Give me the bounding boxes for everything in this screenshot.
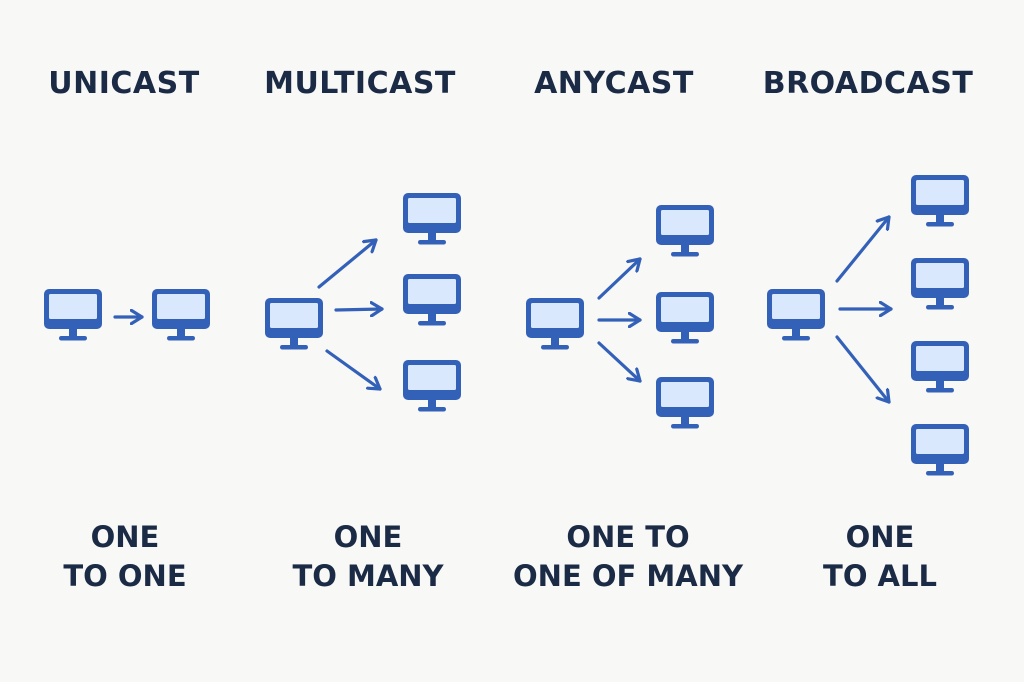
multicast-receiver-monitor-icon — [403, 193, 461, 245]
monitor-stand — [551, 337, 559, 346]
monitor-base — [418, 240, 446, 245]
monitor-base — [926, 305, 954, 310]
broadcast-caption: ONE TO ALL — [750, 518, 1010, 596]
anycast-receiver-monitor-icon — [656, 205, 714, 257]
monitor-screen — [916, 346, 964, 371]
monitor-stand — [177, 328, 185, 337]
unicast-title: UNICAST — [48, 66, 200, 101]
monitor-screen — [916, 429, 964, 454]
monitor-screen — [408, 279, 456, 304]
monitor-screen — [531, 303, 579, 328]
caption-line: ONE — [845, 520, 915, 554]
monitor-base — [541, 345, 569, 350]
monitor-screen — [661, 297, 709, 322]
anycast-source-monitor-icon — [526, 298, 584, 350]
anycast-receiver-monitor-icon — [656, 292, 714, 344]
unicast-receiver-monitor-icon — [152, 289, 210, 341]
monitor-screen — [408, 365, 456, 390]
monitor-screen — [916, 180, 964, 205]
monitor-stand — [936, 297, 944, 306]
monitor-screen — [661, 382, 709, 407]
multicast-receiver-monitor-icon — [403, 274, 461, 326]
caption-line: TO MANY — [292, 559, 444, 593]
caption-line: TO ONE — [63, 559, 187, 593]
multicast-arrow — [317, 238, 378, 289]
caption-line: ONE — [90, 520, 160, 554]
broadcast-receiver-monitor-icon — [911, 258, 969, 310]
anycast-title: ANYCAST — [534, 66, 694, 101]
monitor-stand — [428, 399, 436, 408]
monitor-stand — [290, 337, 298, 346]
multicast-receiver-monitor-icon — [403, 360, 461, 412]
monitor-screen — [661, 210, 709, 235]
anycast-receiver-monitor-icon — [656, 377, 714, 429]
monitor-base — [926, 388, 954, 393]
caption-line: TO ALL — [823, 559, 937, 593]
monitor-base — [671, 252, 699, 257]
monitor-screen — [157, 294, 205, 319]
monitor-base — [671, 424, 699, 429]
monitor-stand — [936, 380, 944, 389]
multicast-arrow — [334, 309, 384, 310]
monitor-stand — [681, 416, 689, 425]
caption-line: ONE OF MANY — [513, 559, 743, 593]
monitor-base — [926, 471, 954, 476]
broadcast-arrow — [835, 335, 891, 404]
monitor-stand — [428, 232, 436, 241]
broadcast-title: BROADCAST — [762, 66, 974, 101]
broadcast-receiver-monitor-icon — [911, 175, 969, 227]
broadcast-receiver-monitor-icon — [911, 341, 969, 393]
multicast-arrow — [325, 349, 382, 391]
monitor-stand — [428, 313, 436, 322]
monitor-screen — [270, 303, 318, 328]
monitor-screen — [408, 198, 456, 223]
caption-line: ONE — [333, 520, 403, 554]
monitor-stand — [936, 463, 944, 472]
monitor-base — [167, 336, 195, 341]
anycast-arrow — [597, 257, 642, 300]
monitor-stand — [681, 331, 689, 340]
anycast-arrow — [597, 341, 642, 383]
multicast-title: MULTICAST — [264, 66, 456, 101]
monitor-screen — [772, 294, 820, 319]
broadcast-receiver-monitor-icon — [911, 424, 969, 476]
multicast-caption: ONE TO MANY — [238, 518, 498, 596]
monitor-base — [280, 345, 308, 350]
monitor-base — [418, 321, 446, 326]
unicast-caption: ONE TO ONE — [0, 518, 255, 596]
monitor-base — [59, 336, 87, 341]
monitor-stand — [69, 328, 77, 337]
monitor-base — [926, 222, 954, 227]
monitor-screen — [916, 263, 964, 288]
monitor-base — [671, 339, 699, 344]
broadcast-source-monitor-icon — [767, 289, 825, 341]
broadcast-arrow — [835, 215, 891, 283]
monitor-stand — [936, 214, 944, 223]
caption-line: ONE TO — [566, 520, 690, 554]
anycast-caption: ONE TO ONE OF MANY — [498, 518, 758, 596]
monitor-stand — [681, 244, 689, 253]
monitor-stand — [792, 328, 800, 337]
multicast-source-monitor-icon — [265, 298, 323, 350]
monitor-base — [418, 407, 446, 412]
monitor-base — [782, 336, 810, 341]
unicast-source-monitor-icon — [44, 289, 102, 341]
monitor-screen — [49, 294, 97, 319]
